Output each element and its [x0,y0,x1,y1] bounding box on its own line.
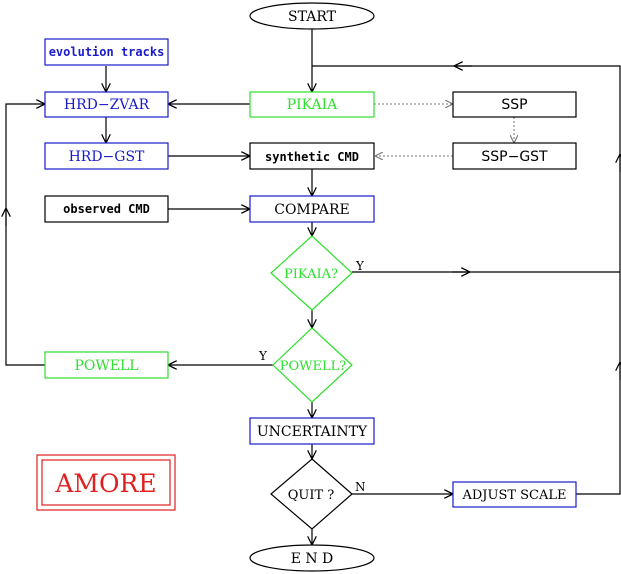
ssp-gst-node: SSP−GST [452,142,577,170]
uncertainty-label: UNCERTAINTY [257,424,368,440]
powell-decision-node: POWELL? [272,327,353,403]
hrd-zvar-label: HRD−ZVAR [64,97,150,113]
observed-cmd-node: observed CMD [44,195,169,223]
powell-yes-label: Y [258,349,268,363]
powell-node: POWELL [44,351,169,379]
ssp-gst-label: SSP−GST [481,149,548,165]
adjust-scale-node: ADJUST SCALE [452,481,577,508]
start-node: START [249,2,375,30]
observed-cmd-label: observed CMD [63,202,150,216]
hrd-zvar-node: HRD−ZVAR [44,91,169,118]
pikaia-decision-label: PIKAIA? [284,267,338,282]
powell-decision-label: POWELL? [280,359,347,374]
end-node: E N D [249,544,375,572]
amore-label: AMORE [54,469,156,498]
compare-node: COMPARE [249,195,375,223]
evolution-tracks-label: evolution tracks [49,45,165,59]
hrd-gst-node: HRD−GST [44,142,169,170]
end-label: E N D [291,551,334,567]
quit-decision-label: QUIT ? [288,488,335,503]
start-label: START [288,9,337,25]
pikaia-yes-label: Y [355,259,365,273]
ssp-node: SSP [452,91,577,118]
hrd-gst-label: HRD−GST [69,149,145,165]
synthetic-cmd-node: synthetic CMD [249,142,375,170]
quit-no-label: N [355,480,366,494]
powell-label: POWELL [74,358,138,374]
pikaia-decision-node: PIKAIA? [270,235,353,311]
amore-logo: AMORE [36,454,176,511]
uncertainty-node: UNCERTAINTY [249,417,375,445]
evolution-tracks-node: evolution tracks [44,38,169,66]
edge-powell-loop [5,104,46,366]
pikaia-label: PIKAIA [287,97,338,113]
adjust-scale-label: ADJUST SCALE [461,488,566,503]
compare-label: COMPARE [274,202,350,218]
ssp-label: SSP [501,97,527,113]
quit-decision-node: QUIT ? [270,458,353,530]
synthetic-cmd-label: synthetic CMD [265,150,359,164]
pikaia-node: PIKAIA [249,91,375,118]
